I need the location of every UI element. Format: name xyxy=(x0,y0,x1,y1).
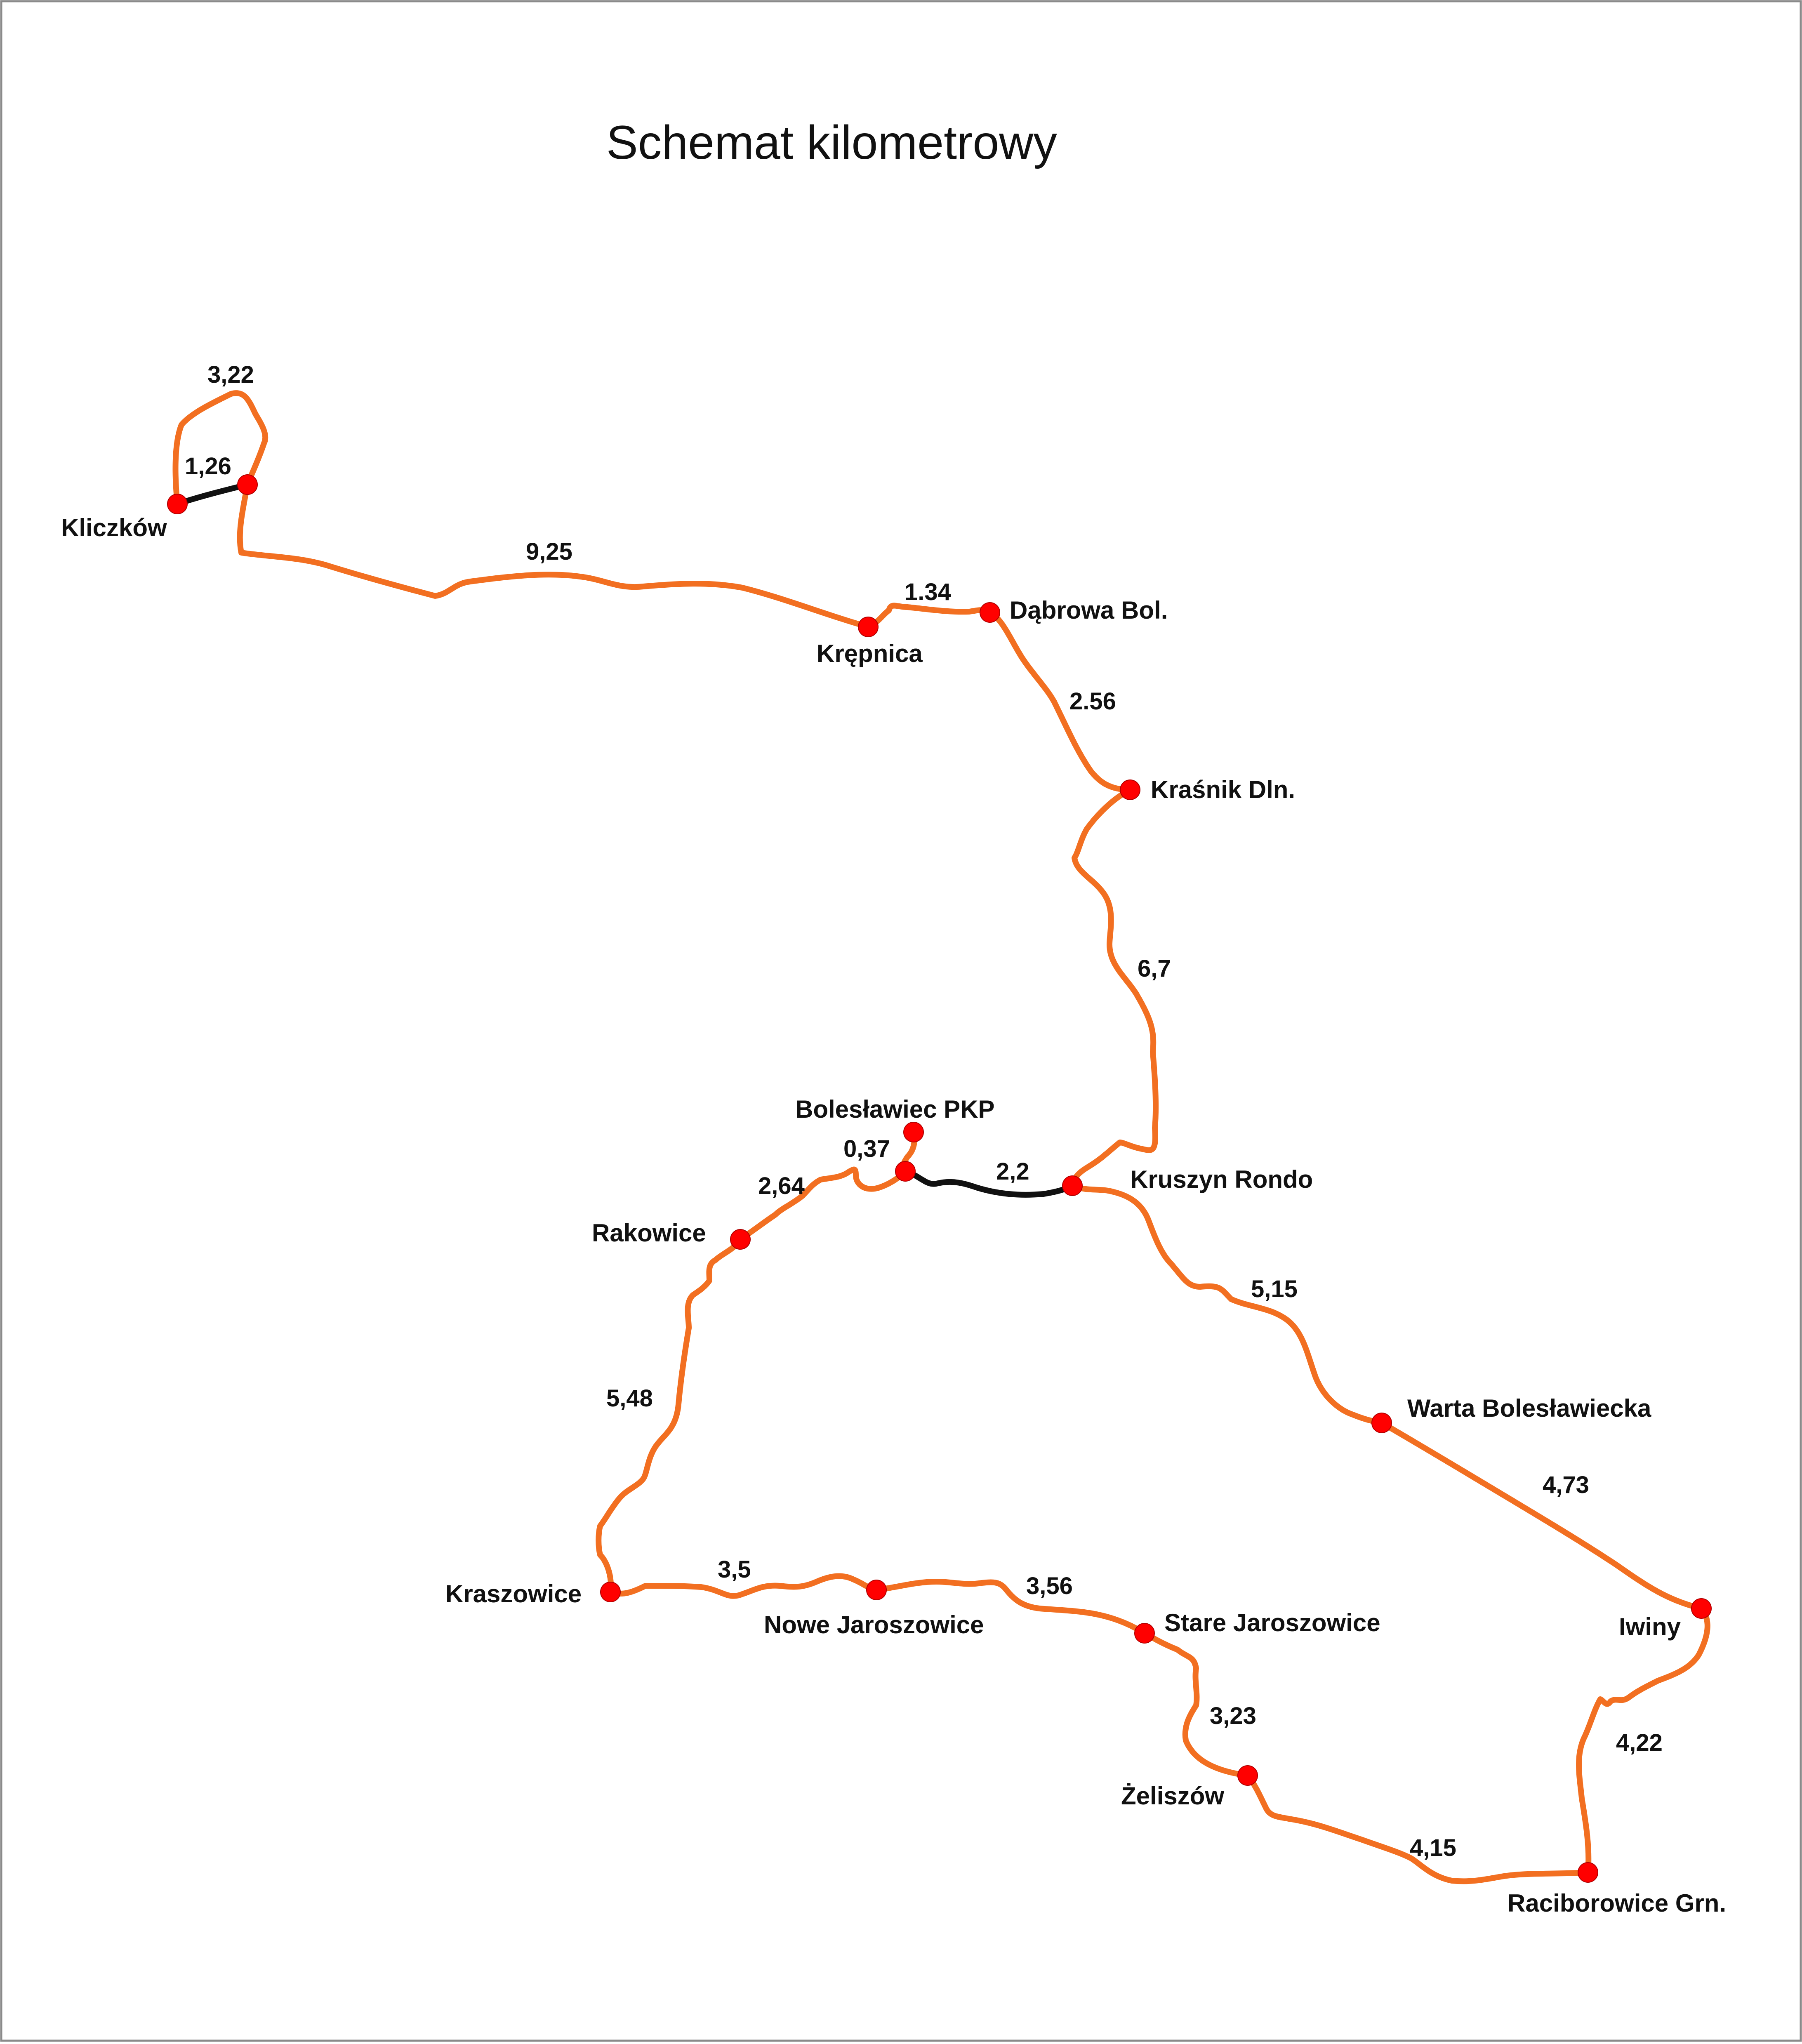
label-krasnik: Kraśnik Dln. xyxy=(1151,776,1295,803)
distance-rakowice-kraszowice: 5,48 xyxy=(606,1385,653,1412)
stop-marker-warta xyxy=(1371,1413,1392,1433)
route-nowe-stare xyxy=(874,1579,1147,1636)
route-kraszowice-nowe xyxy=(608,1573,879,1599)
distance-kliczkow-loop: 3,22 xyxy=(207,361,254,388)
distance-nowe-stare: 3,56 xyxy=(1026,1573,1073,1599)
stop-marker-nowe-jaroszowice xyxy=(866,1580,887,1600)
stop-marker-raciborowice xyxy=(1578,1862,1598,1883)
label-rakowice: Rakowice xyxy=(592,1219,706,1247)
distance-pkp-rakowice: 2,64 xyxy=(758,1173,805,1199)
distance-zeliszow-raciborowice: 4,15 xyxy=(1410,1834,1456,1861)
distance-kruszyn-warta: 5,15 xyxy=(1251,1276,1298,1302)
distance-krasnik-kruszyn: 6,7 xyxy=(1138,955,1171,982)
stop-marker-pkp-junction xyxy=(895,1161,916,1182)
distance-iwiny-raciborowice: 4,22 xyxy=(1616,1729,1663,1756)
stop-marker-stare-jaroszowice xyxy=(1134,1623,1155,1644)
stop-marker-kraszowice xyxy=(600,1582,621,1602)
route-kruszyn-warta xyxy=(1069,1183,1385,1426)
label-kraszowice: Kraszowice xyxy=(445,1580,582,1608)
route-to-krepnica xyxy=(237,482,871,630)
distance-krepnica-dabrowa: 1.34 xyxy=(905,579,951,605)
stop-marker-kruszyn xyxy=(1062,1175,1083,1196)
label-warta: Warta Bolesławiecka xyxy=(1407,1394,1651,1422)
stop-marker-zeliszow xyxy=(1237,1765,1258,1786)
distance-pkp-kruszyn: 2,2 xyxy=(996,1158,1029,1185)
route-pkp-rakowice xyxy=(737,1166,908,1242)
label-stare-jaroszowice: Stare Jaroszowice xyxy=(1164,1609,1380,1637)
distance-stare-zeliszow: 3,23 xyxy=(1210,1703,1256,1729)
label-iwiny: Iwiny xyxy=(1619,1613,1681,1641)
route-iwiny-raciborowice xyxy=(1576,1606,1710,1875)
label-zeliszow: Żeliszów xyxy=(1121,1782,1224,1810)
route-stare-zeliszow xyxy=(1142,1630,1251,1778)
route-dabrowa-krasnik xyxy=(987,610,1133,793)
distance-pkp-spur: 0,37 xyxy=(843,1135,890,1162)
label-kliczkow: Kliczków xyxy=(61,514,167,542)
route-zeliszow-raciborowice xyxy=(1245,1773,1591,1884)
distance-to-krepnica: 9,25 xyxy=(526,538,572,565)
stop-marker-iwiny xyxy=(1691,1598,1712,1619)
stop-marker-krepnica xyxy=(858,617,879,637)
distance-dabrowa-krasnik: 2.56 xyxy=(1069,688,1116,715)
label-dabrowa: Dąbrowa Bol. xyxy=(1010,596,1168,624)
stop-marker-krasnik xyxy=(1120,779,1140,800)
label-boleslawiec-pkp: Bolesławiec PKP xyxy=(795,1095,995,1123)
stop-marker-rakowice xyxy=(730,1229,751,1250)
label-raciborowice: Raciborowice Grn. xyxy=(1508,1889,1726,1917)
route-rakowice-kraszowice xyxy=(596,1236,743,1595)
map-title: Schemat kilometrowy xyxy=(606,116,1057,169)
route-kliczkow-link xyxy=(174,482,250,507)
route-warta-iwiny xyxy=(1379,1420,1704,1611)
distance-warta-iwiny: 4,73 xyxy=(1543,1472,1589,1498)
label-kruszyn: Kruszyn Rondo xyxy=(1130,1166,1313,1193)
distance-kraszowice-nowe: 3,5 xyxy=(718,1556,751,1583)
route-krepnica-dabrowa xyxy=(865,603,993,630)
route-krasnik-kruszyn xyxy=(1069,787,1159,1189)
stop-marker-kliczkow-junction xyxy=(237,474,258,495)
route-kliczkow-loop xyxy=(172,390,269,507)
stop-marker-dabrowa xyxy=(980,602,1000,623)
route-pkp-kruszyn xyxy=(902,1168,1075,1198)
label-nowe-jaroszowice: Nowe Jaroszowice xyxy=(764,1611,984,1639)
stop-marker-boleslawiec-pkp xyxy=(903,1122,924,1142)
stop-marker-kliczkow xyxy=(167,494,188,514)
distance-kliczkow-link: 1,26 xyxy=(185,453,231,480)
label-krepnica: Krępnica xyxy=(817,640,923,667)
